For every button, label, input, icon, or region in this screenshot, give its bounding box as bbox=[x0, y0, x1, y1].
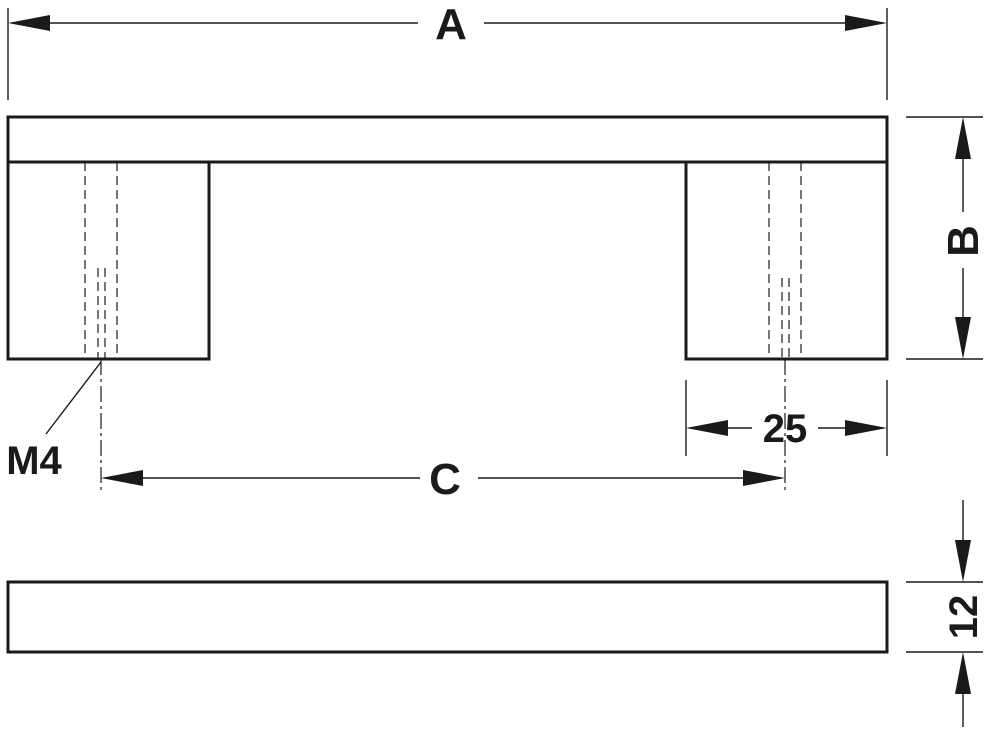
arrow-left bbox=[8, 15, 50, 31]
dimension-c-label: C bbox=[429, 455, 461, 504]
arrow-down bbox=[955, 540, 971, 582]
hole-centre-lines bbox=[100, 359, 786, 492]
arrow-right bbox=[743, 470, 785, 486]
dimension-b: B bbox=[906, 116, 988, 360]
arrow-up bbox=[955, 652, 971, 694]
leader-line bbox=[45, 361, 102, 435]
handle-bottom-view bbox=[6, 580, 889, 654]
thread-label: M4 bbox=[6, 439, 62, 483]
dimension-25-label: 25 bbox=[763, 407, 808, 451]
dimension-a: A bbox=[7, 0, 888, 100]
dimension-25: 25 bbox=[685, 380, 888, 456]
handle-front-view bbox=[6, 115, 889, 361]
right-thread-hidden-lines bbox=[768, 162, 802, 359]
dimension-12-label: 12 bbox=[942, 595, 986, 640]
dimension-b-label: B bbox=[939, 225, 988, 257]
arrow-right bbox=[845, 15, 887, 31]
dimension-12: 12 bbox=[906, 500, 986, 727]
arrow-right bbox=[845, 420, 887, 436]
handle-top-bar bbox=[6, 115, 889, 164]
arrow-up bbox=[955, 117, 971, 159]
thread-callout: M4 bbox=[6, 361, 102, 483]
dimension-c: C bbox=[101, 455, 785, 504]
left-leg bbox=[6, 160, 211, 361]
dimension-a-label: A bbox=[435, 0, 467, 49]
arrow-left bbox=[686, 420, 728, 436]
right-leg bbox=[684, 160, 889, 361]
left-thread-hidden-lines bbox=[84, 162, 118, 359]
arrow-down bbox=[955, 317, 971, 359]
arrow-left bbox=[101, 470, 143, 486]
